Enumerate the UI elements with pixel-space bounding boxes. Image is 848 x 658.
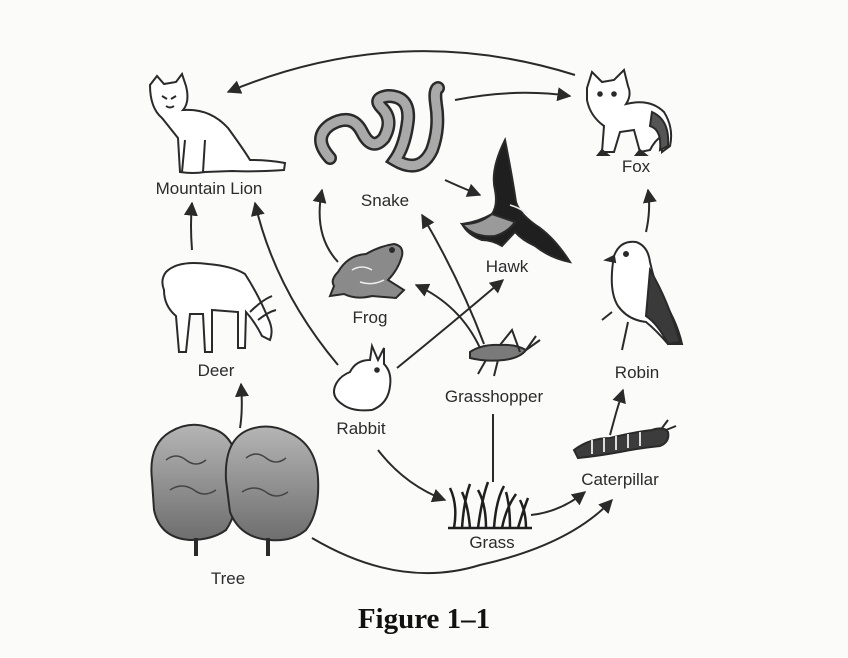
arrow-snake-to-fox [454,87,572,102]
arrow-grass-to-caterpillar [530,491,587,516]
label-deer: Deer [197,361,235,380]
figure-caption: Figure 1–1 [357,603,491,635]
label-fox: Fox [621,157,651,176]
label-mountain-lion: Mountain Lion [155,179,263,198]
rabbit-illustration [333,342,392,412]
snake-illustration [314,81,445,173]
arrow-caterpillar-to-robin [609,388,626,436]
fox-illustration [586,68,673,156]
label-snake: Snake [360,191,410,210]
label-hawk: Hawk [485,257,529,276]
grass-illustration [448,481,532,530]
arrow-tree-to-caterpillar [311,498,613,575]
label-rabbit: Rabbit [336,419,386,438]
label-caterpillar: Caterpillar [581,470,659,489]
deer-illustration [161,262,277,353]
label-frog: Frog [352,308,388,327]
grasshopper-illustration [469,327,541,377]
robin-illustration [601,240,684,351]
mountain-lion-illustration [148,71,287,174]
tree-illustration [150,423,320,556]
food-web-arrows [183,50,657,575]
arrow-rabbit-to-grass [377,449,447,503]
arrow-tree-to-deer [234,382,249,429]
arrow-fox-to-mountain-lion [226,50,576,94]
arrow-rabbit-to-mountain-lion [251,201,339,366]
arrow-frog-to-snake [312,188,339,263]
label-robin: Robin [614,363,660,382]
arrow-deer-to-mountain-lion [183,201,198,251]
arrow-snake-to-hawk [444,179,482,197]
arrow-grasshopper-to-frog [414,283,481,349]
caterpillar-illustration [572,419,677,460]
arrow-robin-to-fox [642,188,657,233]
food-web-diagram [148,50,684,575]
hawk-illustration [459,136,573,264]
arrow-grasshopper-to-snake [421,213,485,345]
label-tree: Tree [210,569,246,588]
label-grasshopper: Grasshopper [444,387,544,406]
label-grass: Grass [469,533,515,552]
arrow-rabbit-to-hawk [396,279,505,369]
frog-illustration [328,242,406,300]
